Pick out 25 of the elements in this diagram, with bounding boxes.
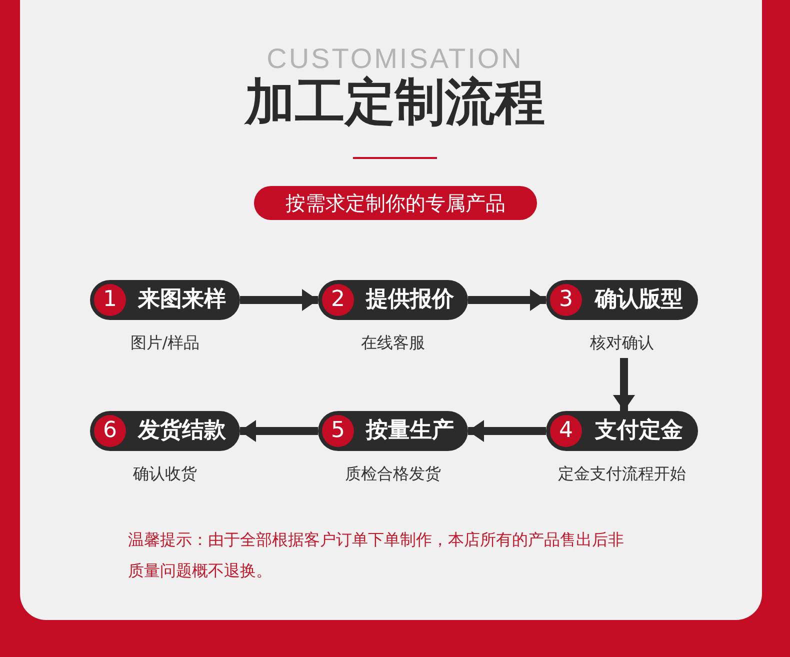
step-number: 3 <box>550 284 582 316</box>
step-title: 按量生产 <box>364 417 455 445</box>
step-number: 2 <box>322 284 354 316</box>
step-caption: 在线客服 <box>360 332 426 354</box>
arrow <box>240 420 318 442</box>
step-title: 确认版型 <box>593 286 684 314</box>
step-caption: 图片/样品 <box>129 332 201 354</box>
step-caption: 确认收货 <box>132 463 198 485</box>
step-caption: 核对确认 <box>589 332 655 354</box>
arrow <box>240 289 318 311</box>
slogan-banner: 按需求定制你的专属产品 <box>254 186 537 220</box>
step-caption: 定金支付流程开始 <box>557 463 687 485</box>
step-number: 5 <box>322 415 354 447</box>
step-title: 发货结款 <box>136 417 227 445</box>
step-number: 6 <box>94 415 126 447</box>
notice-text: 温馨提示：由于全部根据客户订单下单制作，本店所有的产品售出后非质量问题概不退换。 <box>128 529 625 582</box>
step-title: 来图来样 <box>136 286 227 314</box>
arrow <box>613 358 635 411</box>
step-caption: 质检合格发货 <box>344 463 442 485</box>
arrow <box>468 420 546 442</box>
step-title: 提供报价 <box>364 286 455 314</box>
arrow <box>468 289 546 311</box>
step-number: 1 <box>94 284 126 316</box>
step-number: 4 <box>550 415 582 447</box>
step-title: 支付定金 <box>594 416 684 445</box>
